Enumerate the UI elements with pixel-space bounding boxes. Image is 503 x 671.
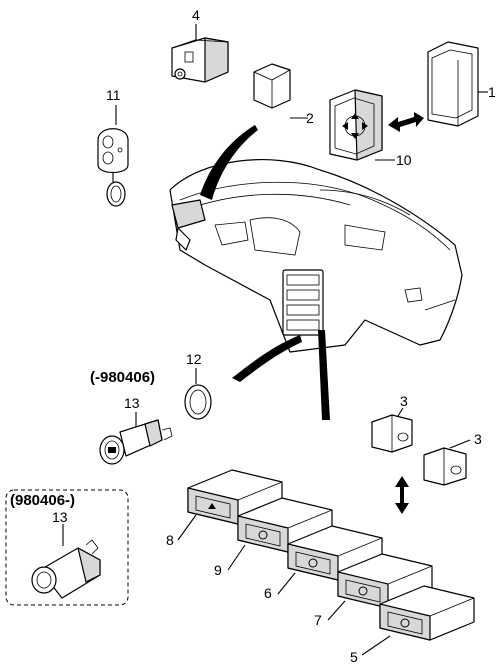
leader-band-top [200,125,258,200]
part-13-lighter-upper [99,419,173,465]
switch-9 [237,497,333,553]
part-3-plug-upper [371,414,413,453]
callout-13-lower: 13 [52,509,68,525]
leader-band-mid [232,335,302,382]
switch-5 [379,585,475,641]
callout-1: 1 [488,84,496,100]
part-11-key-fob [97,128,129,207]
callout-10: 10 [396,152,412,168]
dashboard [169,159,463,353]
callout-4: 4 [192,7,200,23]
part-2-cover-cap [253,63,291,109]
callout-6: 6 [264,585,272,601]
callout-9: 9 [214,562,222,578]
part-4-relay [171,37,229,83]
callout-11: 11 [106,87,121,103]
double-arrow-horizontal [388,112,424,132]
leader-band-low [318,330,330,420]
part-13-lighter-lower [31,539,101,599]
date-label-from: (980406-) [10,492,75,509]
callout-8: 8 [166,532,174,548]
double-arrow-vertical [395,476,409,514]
date-label-until: (-980406) [90,369,155,386]
variant-box [5,489,129,606]
part-3-plug-lower [423,447,467,486]
callout-13-upper: 13 [124,395,140,411]
part-10-mirror-switch [329,89,383,161]
part-12-lighter-ring [184,384,212,420]
callout-12: 12 [186,351,202,367]
part-1-switch-cover [427,41,479,127]
callout-3-lower: 3 [474,431,482,447]
callout-7: 7 [314,612,322,628]
callout-3-upper: 3 [400,393,408,409]
callout-5: 5 [350,649,358,665]
callout-2: 2 [306,110,314,126]
